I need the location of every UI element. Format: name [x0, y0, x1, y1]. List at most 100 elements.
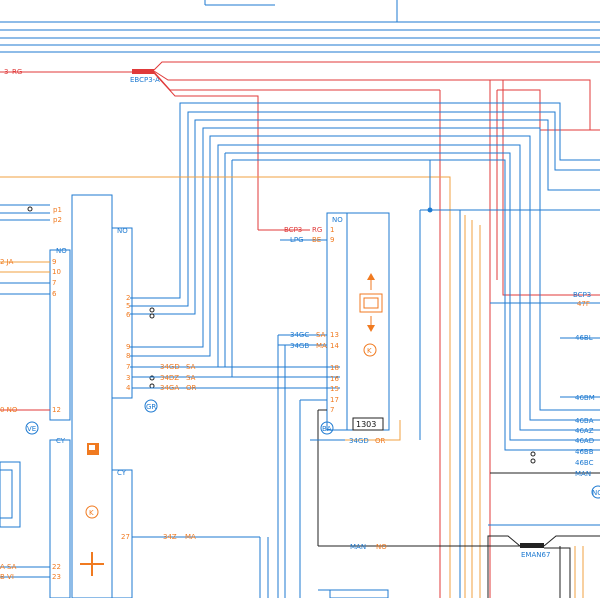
circle-label: VE: [27, 425, 36, 433]
wire-label: 34GB: [290, 342, 309, 350]
wire-label: RG: [312, 226, 322, 234]
right-labels: BCP3 47F 46BL 46BM 46BA 46AZ 46AD 46BB 4…: [490, 291, 600, 499]
wire-label: SA: [316, 331, 326, 339]
pin-label: 5: [126, 302, 130, 310]
svg-text:K: K: [89, 509, 94, 517]
wire-label: BCP3: [284, 226, 302, 234]
ve-circle: [25, 421, 39, 435]
wire-label: 34GD: [160, 363, 180, 371]
right-label: 46BL: [575, 334, 593, 342]
pin-label: 12: [52, 406, 61, 414]
pin-label: 17: [330, 396, 339, 404]
right-label: 46BB: [575, 448, 594, 456]
component-id: 1303: [356, 420, 376, 429]
k-relay-icon: [363, 343, 377, 357]
connector-label: EMAN67: [521, 551, 550, 559]
pin-label: p2: [53, 216, 62, 224]
blue-bundle: [130, 102, 600, 451]
block-label: CY: [56, 437, 66, 445]
wire-label: 34GC: [290, 331, 309, 339]
wire-label: MAN: [350, 543, 366, 551]
pin-label: 4: [126, 384, 131, 392]
wire-color-label: RG: [12, 68, 22, 76]
pin-label: 7: [126, 363, 130, 371]
right-label: 46AD: [575, 437, 594, 445]
right-label: 46AZ: [575, 427, 594, 435]
wire-label: LPG: [290, 236, 304, 244]
right-label: 46BM: [575, 394, 595, 402]
wire-label: OR: [186, 384, 197, 392]
pin-label: 16: [330, 375, 339, 383]
pin-label: p1: [53, 206, 62, 214]
middle-module: K: [71, 194, 113, 598]
pin-label: 22: [52, 563, 61, 571]
svg-text:K: K: [367, 347, 372, 355]
right-label: MAN: [575, 470, 591, 478]
wire-label: SA: [186, 374, 196, 382]
component-pins: BCP3 RG 1 LPG BE 9 34GC SA 13 34GB MA 14…: [277, 226, 386, 598]
red-feed: 3 RG EBCP3-A: [0, 61, 600, 598]
ba-circle: [320, 421, 334, 435]
pin-label: 9: [52, 258, 56, 266]
pin-label: 27: [121, 533, 130, 541]
wire-label: MA: [185, 533, 196, 541]
pin-label: 9: [126, 343, 130, 351]
pin-label: 3: [126, 374, 130, 382]
pin-label: 10: [52, 268, 61, 276]
wire-label: A SA: [0, 563, 17, 571]
right-label: NO: [592, 489, 600, 497]
wire-label: 34GA: [160, 384, 179, 392]
wire-label: 0 NO: [0, 406, 18, 414]
connector-eman67: [520, 543, 544, 548]
pin-label: 6: [52, 290, 57, 298]
wire-label: 2 JA: [0, 258, 14, 266]
pin-label: 7: [330, 406, 334, 414]
cross-icon: [80, 552, 104, 576]
top-frame: [0, 0, 600, 53]
wire-label: B VI: [0, 573, 14, 581]
switch-symbol-icon: [359, 273, 383, 332]
pin-label: 14: [330, 342, 339, 350]
pin-label: 1: [330, 226, 334, 234]
wire-label: NO: [376, 543, 387, 551]
pin-label: 9: [330, 236, 334, 244]
connector-ebcp3a: [132, 69, 154, 74]
pin-label: 15: [330, 385, 339, 393]
wire-label: MA: [316, 342, 327, 350]
circle-label: BA: [322, 425, 332, 433]
block-label: NO: [56, 247, 67, 255]
right-label: 47F: [577, 300, 590, 308]
pin-label: 18: [330, 364, 339, 372]
component-1303: NO K 1303 BA: [320, 212, 390, 435]
man-wire: MAN NO EMAN67: [318, 524, 600, 598]
k-relay-icon: [85, 505, 99, 519]
wire-label: SA: [186, 363, 196, 371]
wire-label: 34DZ: [160, 374, 179, 382]
pin-label: 8: [126, 352, 130, 360]
pin-label: 7: [52, 279, 56, 287]
right-label: BCP3: [573, 291, 591, 299]
orange-lines: [0, 176, 481, 598]
gr-circle: [144, 399, 158, 413]
wire-color-label: 3: [4, 68, 8, 76]
pin-label: 2: [126, 294, 130, 302]
pin-label: 23: [52, 573, 61, 581]
bottom-block: [318, 589, 389, 598]
pin-label: 6: [126, 311, 131, 319]
right-label: 46BA: [575, 417, 594, 425]
right-label: 46BC: [575, 459, 594, 467]
block-label: NO: [332, 216, 343, 224]
wire-label: 34GD: [349, 437, 369, 445]
block-label: CY: [117, 469, 127, 477]
connector-label: EBCP3-A: [130, 76, 160, 84]
wire-label: 34Z: [163, 533, 177, 541]
wire-label: OR: [375, 437, 386, 445]
pin-label: 13: [330, 331, 339, 339]
block-label: NO: [117, 227, 128, 235]
circle-label: GR: [146, 403, 156, 411]
wire-label: BE: [312, 236, 321, 244]
left-block: p1 p2 NO 2 JA 9 10 7 6 0 NO 12 VE CY A S…: [0, 204, 71, 598]
component-id-box: [352, 417, 384, 431]
middle-connector: NO 2 5 6 9 8 7 3 4 GR 34GD SA 34DZ SA 34…: [111, 227, 340, 598]
